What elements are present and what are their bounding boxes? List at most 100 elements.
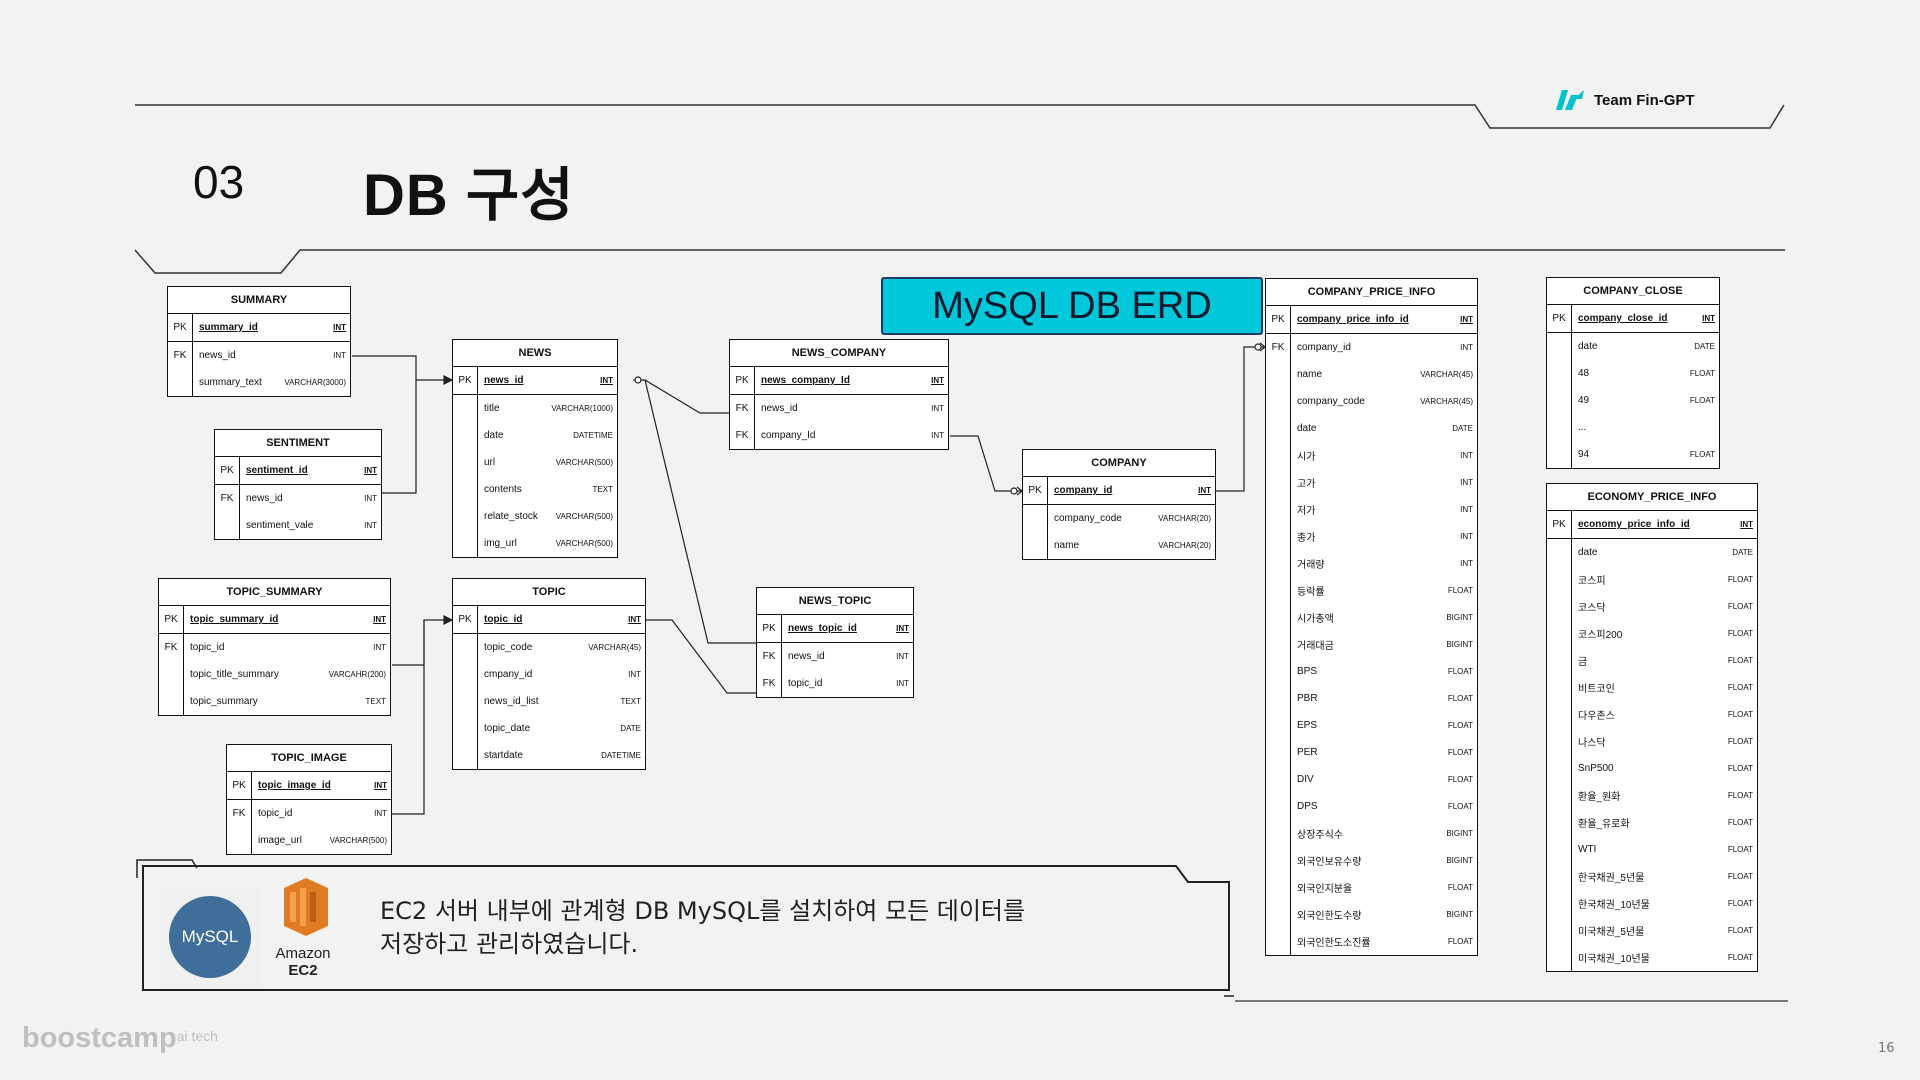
empty-key-cell: [1266, 415, 1290, 442]
empty-key-cell: [1266, 766, 1290, 793]
column-name: 거래대금: [1297, 641, 1334, 652]
column-row: 거래대금 BIGINT: [1297, 631, 1473, 658]
table-title: COMPANY_CLOSE: [1547, 278, 1719, 305]
column-name: 나스닥: [1578, 738, 1606, 749]
pk-key-label: PK: [762, 623, 776, 634]
column-name: SnP500: [1578, 763, 1614, 774]
column-name: topic_id: [190, 642, 225, 653]
key-column: PK: [453, 367, 478, 394]
column-type: FLOAT: [1689, 450, 1715, 459]
column-name: company_close_id: [1578, 313, 1668, 324]
column-name: 환율_유로화: [1578, 819, 1630, 830]
column-name: WTI: [1578, 844, 1597, 855]
column-name: 코스닥: [1578, 603, 1606, 614]
column-type: INT: [896, 652, 909, 661]
column-type: FLOAT: [1727, 710, 1753, 719]
empty-key-cell: [1547, 414, 1571, 441]
team-name: Team Fin-GPT: [1594, 91, 1695, 109]
column-type: FLOAT: [1447, 937, 1473, 946]
table-title: TOPIC_IMAGE: [227, 745, 391, 772]
column-name: 한국채권_5년물: [1578, 873, 1645, 884]
column-type: FLOAT: [1447, 667, 1473, 676]
key-column: FK: [1266, 334, 1291, 361]
table-title: SUMMARY: [168, 287, 350, 314]
column-name: 시가총액: [1297, 614, 1334, 625]
column-name: company_code: [1297, 396, 1365, 407]
empty-key-cell: [1547, 333, 1571, 360]
fk-key-label: FK: [1271, 342, 1285, 353]
key-column: FK: [159, 634, 184, 661]
footer-brand-name: boostcamp: [22, 1022, 177, 1054]
column-type: BIGINT: [1446, 640, 1473, 649]
column-name: 미국채권_10년물: [1578, 954, 1650, 965]
empty-key-cell: [1547, 593, 1571, 620]
column-name: EPS: [1297, 720, 1318, 731]
table-title: TOPIC_SUMMARY: [159, 579, 390, 606]
column-type: FLOAT: [1447, 586, 1473, 595]
fk-key-label: FK: [173, 350, 187, 361]
empty-key-cell: [453, 503, 477, 530]
column-name: company_price_info_id: [1297, 314, 1409, 325]
column-type: FLOAT: [1727, 575, 1753, 584]
column-type: VARCAHR(200): [328, 670, 386, 679]
column-type: FLOAT: [1727, 683, 1753, 692]
ec2-label-line2: EC2: [288, 962, 318, 979]
key-column: PK: [215, 457, 240, 484]
key-column: FK: [227, 800, 252, 827]
empty-key-cell: [159, 661, 183, 688]
column-type: INT: [1460, 505, 1473, 514]
column-type: INT: [628, 670, 641, 679]
column-type: INT: [1460, 532, 1473, 541]
empty-key-cell: [1547, 782, 1571, 809]
empty-key-cell: [159, 688, 183, 715]
key-column: [1547, 333, 1572, 468]
column-type: INT: [364, 466, 377, 475]
column-type: BIGINT: [1446, 613, 1473, 622]
column-type: VARCHAR(45): [588, 643, 641, 652]
empty-key-cell: [453, 661, 477, 688]
amazon-ec2-logo: Amazon EC2: [268, 878, 338, 979]
column-name: 48: [1578, 368, 1590, 379]
empty-key-cell: [1266, 496, 1290, 523]
column-name: 저가: [1297, 506, 1316, 517]
column-type: FLOAT: [1727, 845, 1753, 854]
column-type: FLOAT: [1727, 791, 1753, 800]
column-type: BIGINT: [1446, 829, 1473, 838]
pk-key-label: PK: [173, 322, 187, 333]
column-name: 외국인한도수량: [1297, 911, 1362, 922]
key-column: FK: [168, 342, 193, 369]
column-type: FLOAT: [1689, 369, 1715, 378]
